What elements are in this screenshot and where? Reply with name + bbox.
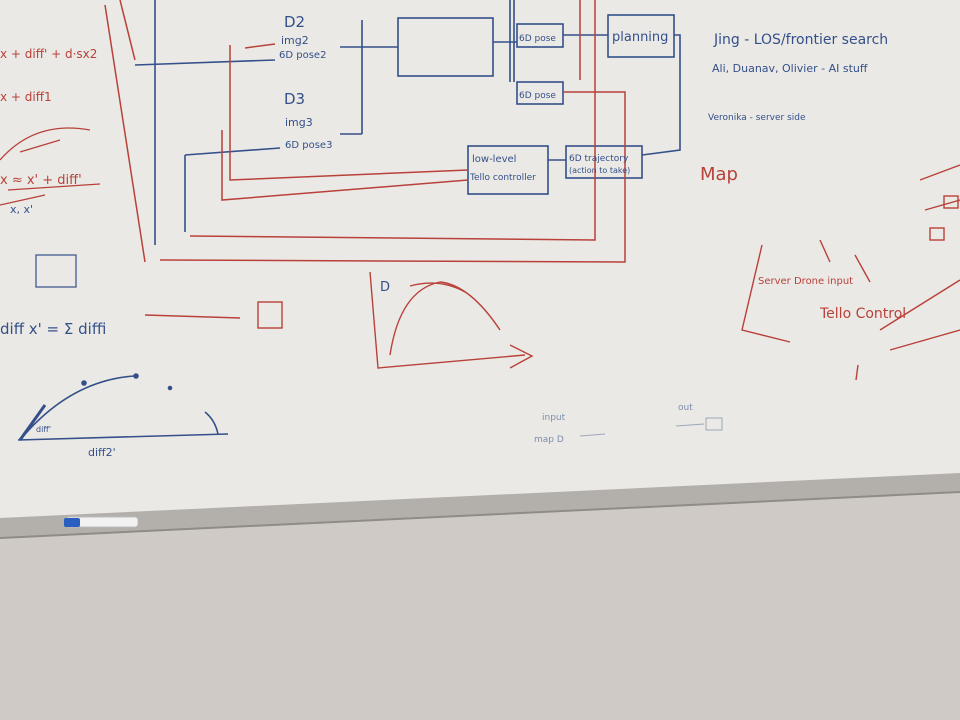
note-ali: Ali, Duanav, Olivier - AI stuff	[712, 62, 868, 75]
lowlevel-label-2: Tello controller	[469, 173, 536, 183]
note-left-1: x + diff' + d·sx2	[0, 47, 97, 61]
arc-sketch	[17, 373, 229, 441]
sketch-d-label: D	[380, 280, 390, 295]
sum-formula: diff x' = Σ diffi	[0, 320, 106, 338]
note-veronika: Veronika - server side	[708, 113, 806, 123]
tray-edge	[0, 491, 960, 539]
block-diagram	[134, 0, 681, 245]
whiteboard-surface	[0, 0, 960, 520]
map-d-label: map D	[534, 435, 564, 445]
output-label: out	[678, 403, 693, 413]
server-box-label: Server Drone input	[758, 276, 853, 287]
marker-pen	[64, 516, 139, 528]
trajectory-label-2: (action to take)	[569, 166, 630, 175]
left-arcs	[0, 127, 101, 206]
note-left-4: x, x'	[10, 203, 33, 216]
d2-img: img2	[281, 34, 309, 47]
pose-top-label: 6D pose	[519, 34, 556, 44]
d2-pose: 6D pose2	[279, 50, 326, 61]
trajectory-box	[565, 145, 643, 179]
note-left-3: x ≈ x' + diff'	[0, 173, 82, 188]
trajectory-label-1: 6D trajectory	[569, 154, 629, 164]
diff-small-label: diff'	[36, 425, 51, 434]
d3-img: img3	[285, 116, 313, 129]
left-small-box	[35, 254, 77, 288]
feedback-lines	[104, 0, 626, 263]
d3-pose: 6D pose3	[285, 140, 332, 151]
trajectory-sketch	[144, 271, 534, 369]
pose-mid-label: 6D pose	[519, 91, 556, 101]
note-map: Map	[700, 164, 738, 185]
faint-sketch	[579, 417, 723, 437]
note-left-2: x + diff1	[0, 90, 52, 104]
marker-tray	[0, 473, 960, 538]
d2-label: D2	[284, 13, 305, 31]
server-area	[741, 164, 960, 381]
planning-label: planning	[612, 30, 668, 45]
input-label: input	[542, 413, 566, 423]
tello-control-label: Tello Control	[819, 306, 906, 322]
pose-box-mid	[516, 81, 564, 105]
lowlevel-label-1: low-level	[472, 154, 516, 165]
planning-box	[607, 14, 675, 58]
d3-label: D3	[284, 90, 305, 108]
diff2-label: diff2'	[88, 446, 116, 459]
note-jing: Jing - LOS/frontier search	[713, 32, 888, 48]
